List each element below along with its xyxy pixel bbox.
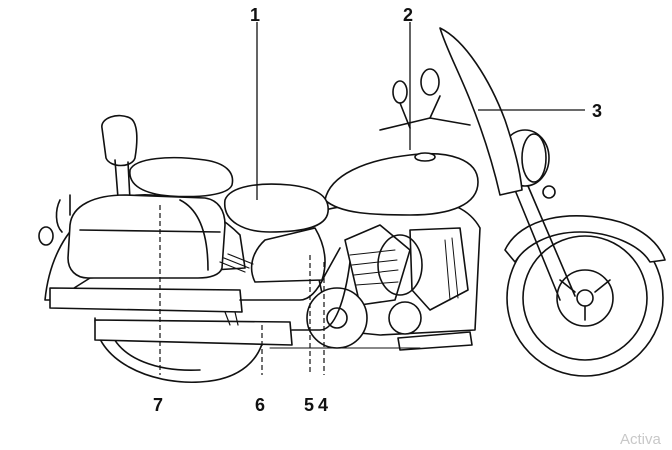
rider-seat (224, 183, 329, 233)
watermark-text: Activa (620, 431, 661, 448)
rear-signal (38, 226, 54, 246)
fuel-tank (324, 152, 479, 216)
callout-4: 4 (318, 395, 329, 415)
windshield (439, 27, 523, 196)
rear-shock (219, 253, 254, 273)
muffler (49, 247, 351, 346)
footboard (397, 331, 473, 351)
backrest (101, 114, 138, 167)
front-fork (514, 185, 576, 301)
callout-2: 2 (403, 5, 414, 25)
callout-6: 6 (255, 395, 266, 415)
fuel-cap (414, 152, 436, 162)
side-cover (250, 227, 326, 283)
callout-3: 3 (592, 101, 603, 121)
callout-5: 5 (304, 395, 315, 415)
saddlebag (67, 194, 226, 279)
callout-7: 7 (153, 395, 164, 415)
front-signal (542, 185, 556, 199)
passenger-seat (129, 156, 234, 198)
callout-1: 1 (250, 5, 261, 25)
handlebars (379, 68, 471, 131)
front-wheel (506, 219, 664, 377)
engine (306, 224, 469, 349)
